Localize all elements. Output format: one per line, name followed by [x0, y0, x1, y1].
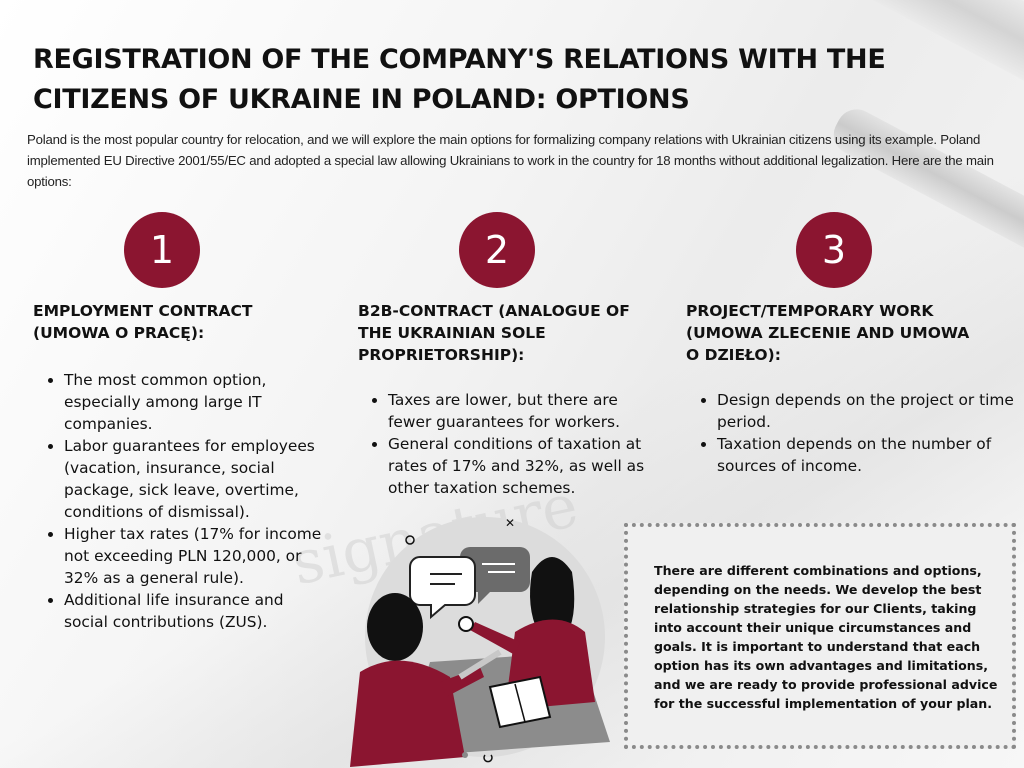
list-item: Labor guarantees for employees (vacation… — [64, 435, 322, 523]
list-item: Design depends on the project or time pe… — [717, 389, 1017, 433]
option-title: B2B-CONTRACT (ANALOGUE OF THE UKRAINIAN … — [358, 302, 630, 364]
intro-paragraph: Poland is the most popular country for r… — [27, 132, 994, 189]
option-bullet-list: Design depends on the project or time pe… — [689, 389, 1017, 477]
list-item: General conditions of taxation at rates … — [388, 433, 660, 499]
option-bullet-list: Taxes are lower, but there are fewer gua… — [360, 389, 660, 499]
option-title: PROJECT/TEMPORARY WORK (UMOWA ZLECENIE A… — [686, 302, 970, 364]
option-bullet-list: The most common option, especially among… — [36, 369, 322, 633]
advice-callout: There are different combinations and opt… — [624, 523, 1016, 749]
option-number-badge: 3 — [796, 212, 872, 288]
list-item: Additional life insurance and social con… — [64, 589, 322, 633]
list-item: Taxation depends on the number of source… — [717, 433, 1017, 477]
option-title: EMPLOYMENT CONTRACT (UMOWA O PRACĘ): — [33, 302, 253, 342]
option-number-badge: 2 — [459, 212, 535, 288]
list-item: Higher tax rates (17% for income not exc… — [64, 523, 322, 589]
list-item: Taxes are lower, but there are fewer gua… — [388, 389, 660, 433]
page-title: REGISTRATION OF THE COMPANY'S RELATIONS … — [33, 44, 886, 115]
svg-text:✕: ✕ — [505, 516, 515, 530]
consultation-illustration: ✕ — [350, 516, 610, 767]
advice-text: There are different combinations and opt… — [654, 563, 998, 711]
list-item: The most common option, especially among… — [64, 369, 322, 435]
option-number-badge: 1 — [124, 212, 200, 288]
